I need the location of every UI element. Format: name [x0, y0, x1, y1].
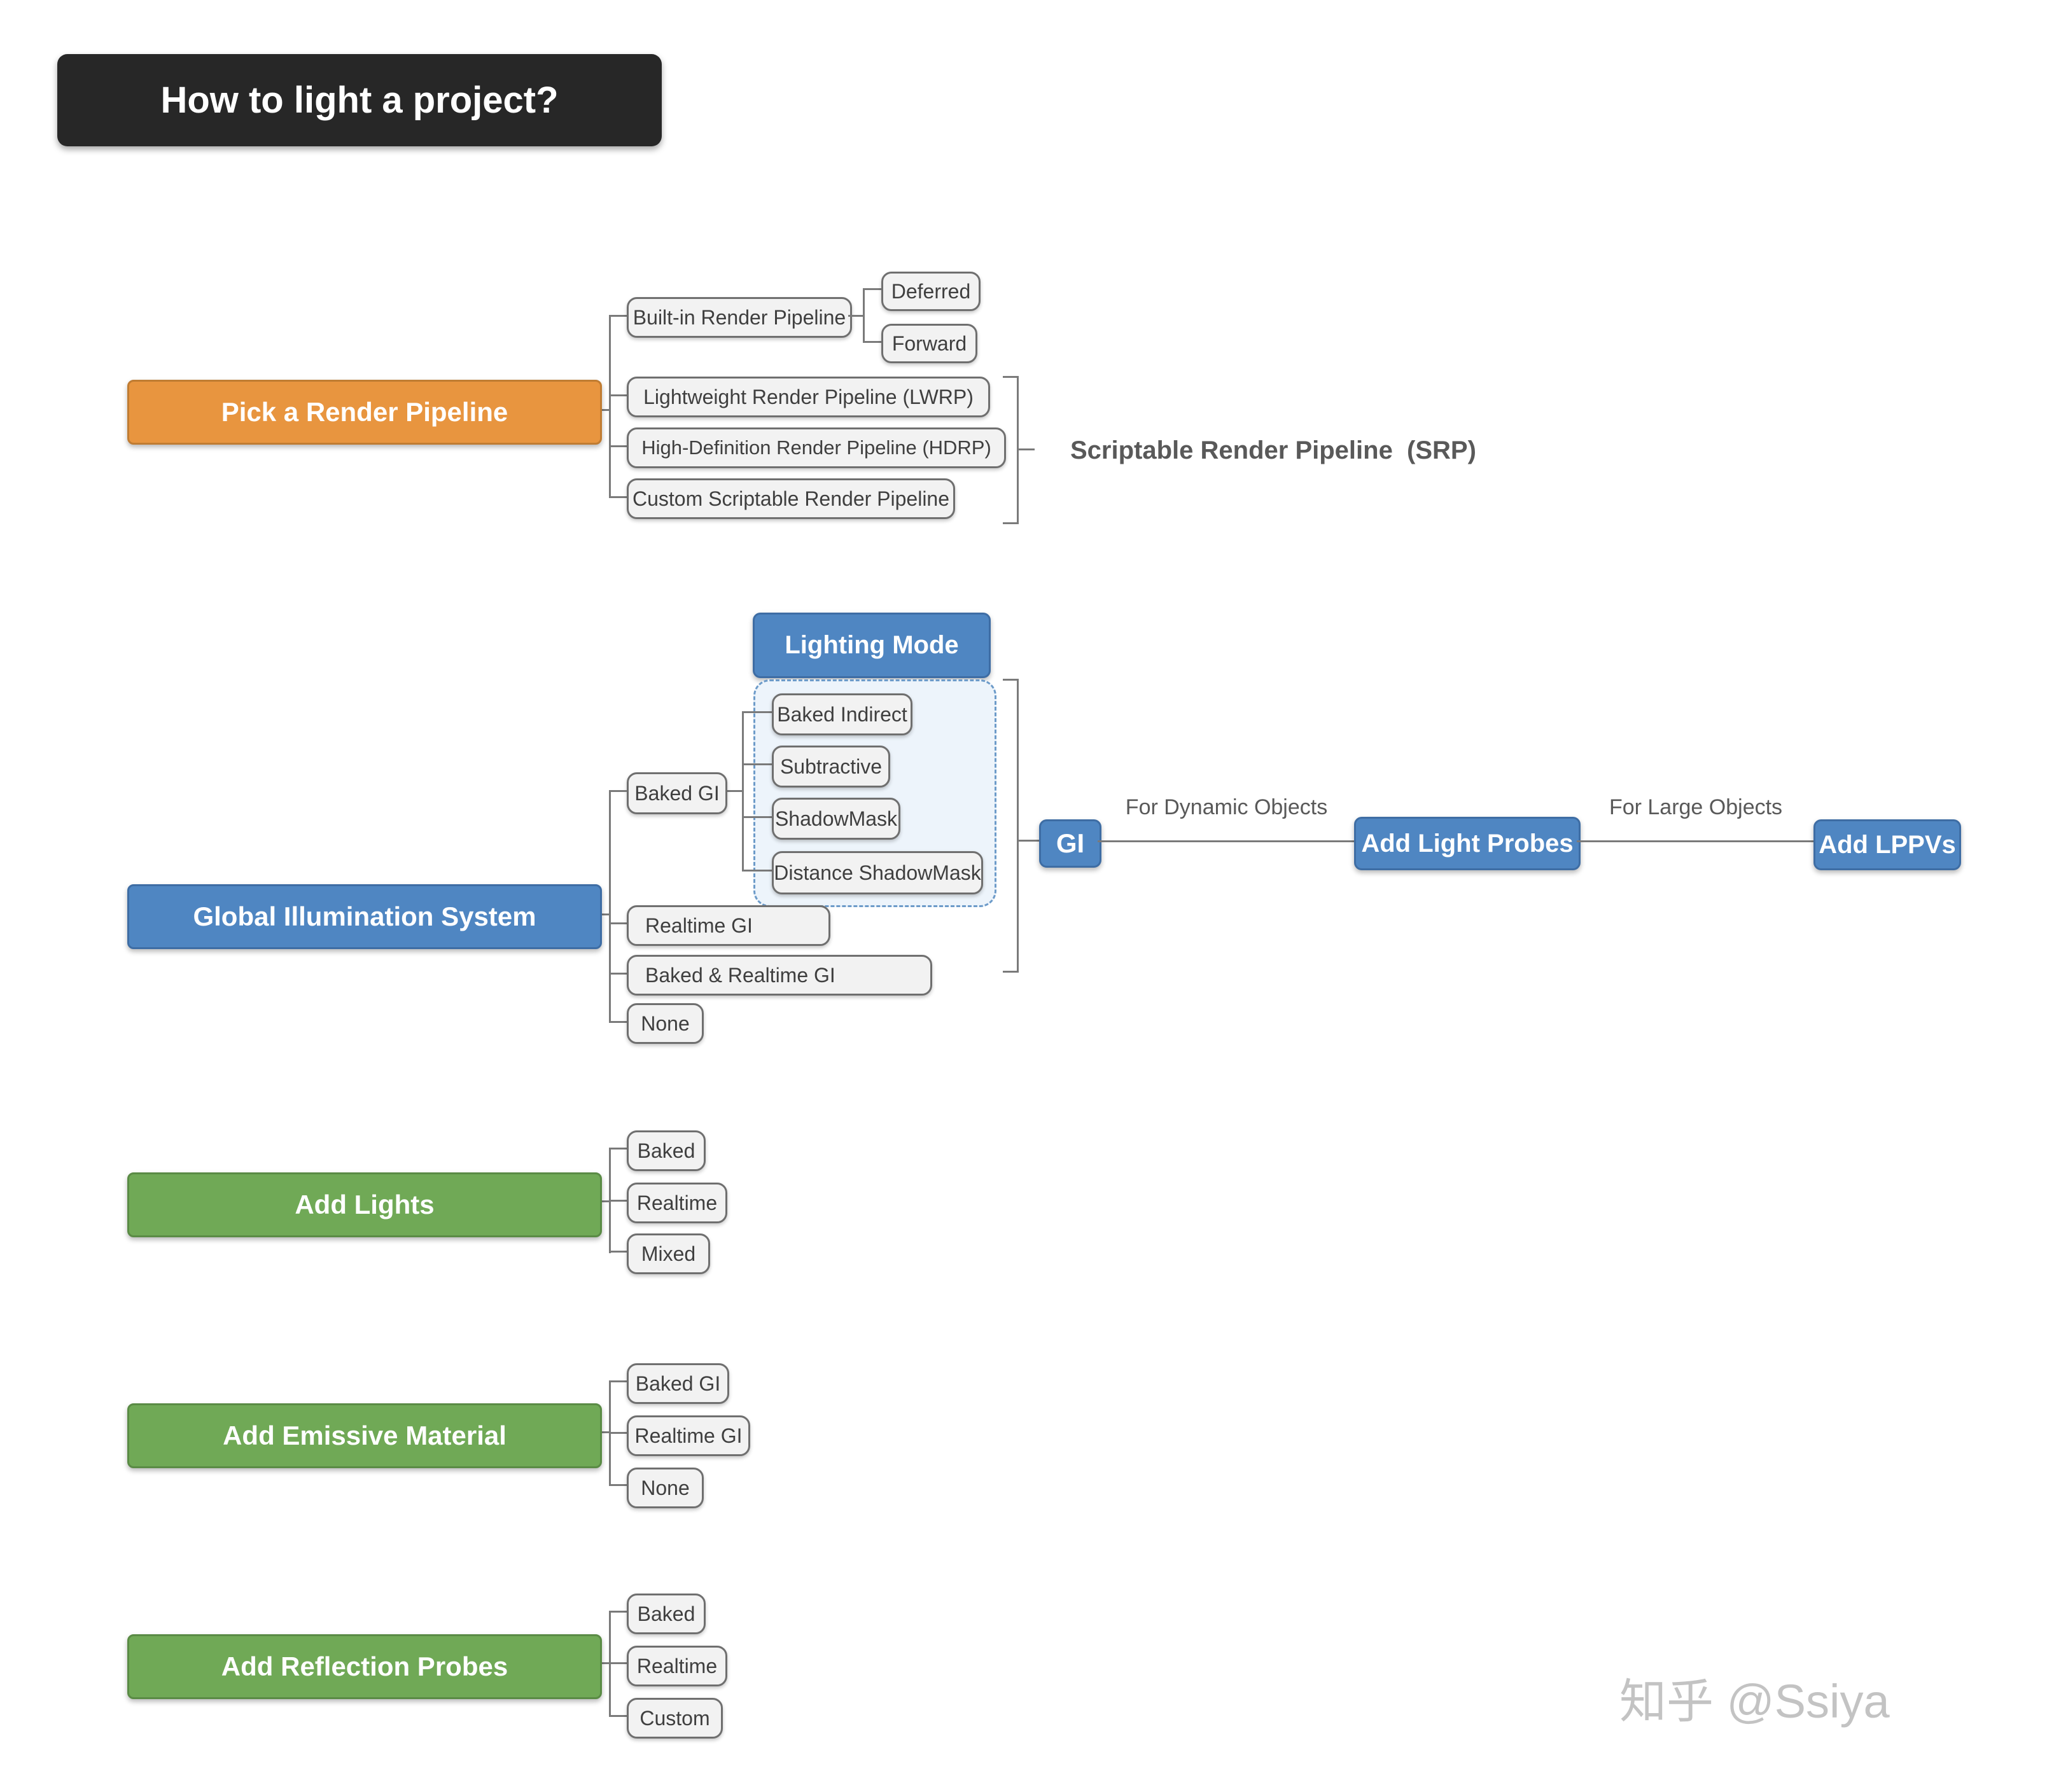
connector [598, 1200, 611, 1202]
node-add-emissive-material: Add Emissive Material [127, 1403, 602, 1468]
connector [742, 870, 772, 872]
node-add-reflection-probes: Add Reflection Probes [127, 1634, 602, 1699]
node-lighting-mode: Lighting Mode [753, 613, 991, 678]
label-for-dynamic-objects: For Dynamic Objects [1125, 795, 1328, 819]
node-lights-mixed: Mixed [627, 1233, 710, 1274]
node-subtractive: Subtractive [772, 746, 890, 788]
node-emissive-realtime-gi: Realtime GI [627, 1415, 750, 1456]
connector [1098, 840, 1354, 842]
gi-bracket [1017, 679, 1019, 973]
connector [848, 315, 865, 317]
connector [723, 790, 744, 792]
node-reflection-baked: Baked [627, 1594, 706, 1634]
node-forward: Forward [881, 324, 977, 363]
connector [598, 1662, 611, 1664]
node-baked-realtime-gi: Baked & Realtime GI [627, 955, 932, 996]
connector [1577, 840, 1813, 842]
connector [598, 409, 611, 411]
srp-bracket [1003, 376, 1018, 378]
connector [609, 790, 611, 1023]
node-emissive-baked-gi: Baked GI [627, 1363, 729, 1404]
connector [742, 763, 772, 765]
node-shadowmask: ShadowMask [772, 798, 900, 840]
connector [609, 496, 627, 498]
connector [609, 1200, 627, 1202]
node-add-lppvs: Add LPPVs [1813, 819, 1961, 870]
connector [609, 315, 627, 317]
watermark: 知乎 @Ssiya [1619, 1675, 1890, 1728]
connector [609, 1432, 627, 1434]
node-emissive-none: None [627, 1468, 704, 1508]
connector [609, 315, 611, 498]
gi-bracket [1018, 840, 1040, 842]
connector [609, 922, 627, 924]
node-custom-srp: Custom Scriptable Render Pipeline [627, 478, 955, 519]
node-realtime-gi: Realtime GI [627, 905, 830, 946]
connector [863, 341, 881, 343]
connector [598, 1431, 611, 1433]
node-lights-baked: Baked [627, 1130, 706, 1171]
node-reflection-custom: Custom [627, 1698, 723, 1739]
connector [609, 1251, 627, 1253]
srp-bracket [1003, 522, 1018, 524]
label-for-large-objects: For Large Objects [1609, 795, 1783, 819]
connector [609, 1715, 627, 1717]
connector [742, 816, 772, 818]
node-gi-none: None [627, 1003, 704, 1044]
connector [609, 1611, 627, 1613]
node-global-illumination-system: Global Illumination System [127, 884, 602, 949]
connector [609, 1021, 627, 1023]
connector [609, 790, 627, 792]
connector [863, 288, 865, 343]
node-hdrp: High-Definition Render Pipeline (HDRP) [627, 427, 1006, 468]
connector [742, 711, 772, 713]
connector [609, 394, 627, 396]
srp-bracket [1018, 448, 1035, 450]
node-add-light-probes: Add Light Probes [1354, 817, 1581, 870]
node-lwrp: Lightweight Render Pipeline (LWRP) [627, 377, 990, 417]
node-pick-render-pipeline: Pick a Render Pipeline [127, 380, 602, 445]
srp-label: Scriptable Render Pipeline (SRP) [1070, 436, 1476, 464]
srp-bracket [1017, 376, 1019, 524]
diagram-title: How to light a project? [57, 54, 662, 146]
node-add-lights: Add Lights [127, 1172, 602, 1237]
node-gi: GI [1039, 819, 1101, 868]
node-baked-gi: Baked GI [627, 772, 727, 814]
node-deferred: Deferred [881, 272, 981, 311]
gi-bracket [1003, 679, 1018, 681]
connector [863, 288, 881, 290]
connector [609, 1662, 627, 1664]
gi-bracket [1003, 971, 1018, 973]
connector [609, 973, 627, 975]
connector [598, 913, 611, 915]
node-baked-indirect: Baked Indirect [772, 693, 912, 735]
node-reflection-realtime: Realtime [627, 1646, 727, 1686]
connector [609, 1484, 627, 1486]
node-lights-realtime: Realtime [627, 1183, 727, 1223]
node-builtin-render-pipeline: Built-in Render Pipeline [627, 297, 852, 338]
connector [609, 445, 627, 447]
connector [609, 1148, 627, 1150]
connector [609, 1380, 627, 1382]
node-distance-shadowmask: Distance ShadowMask [772, 851, 983, 894]
